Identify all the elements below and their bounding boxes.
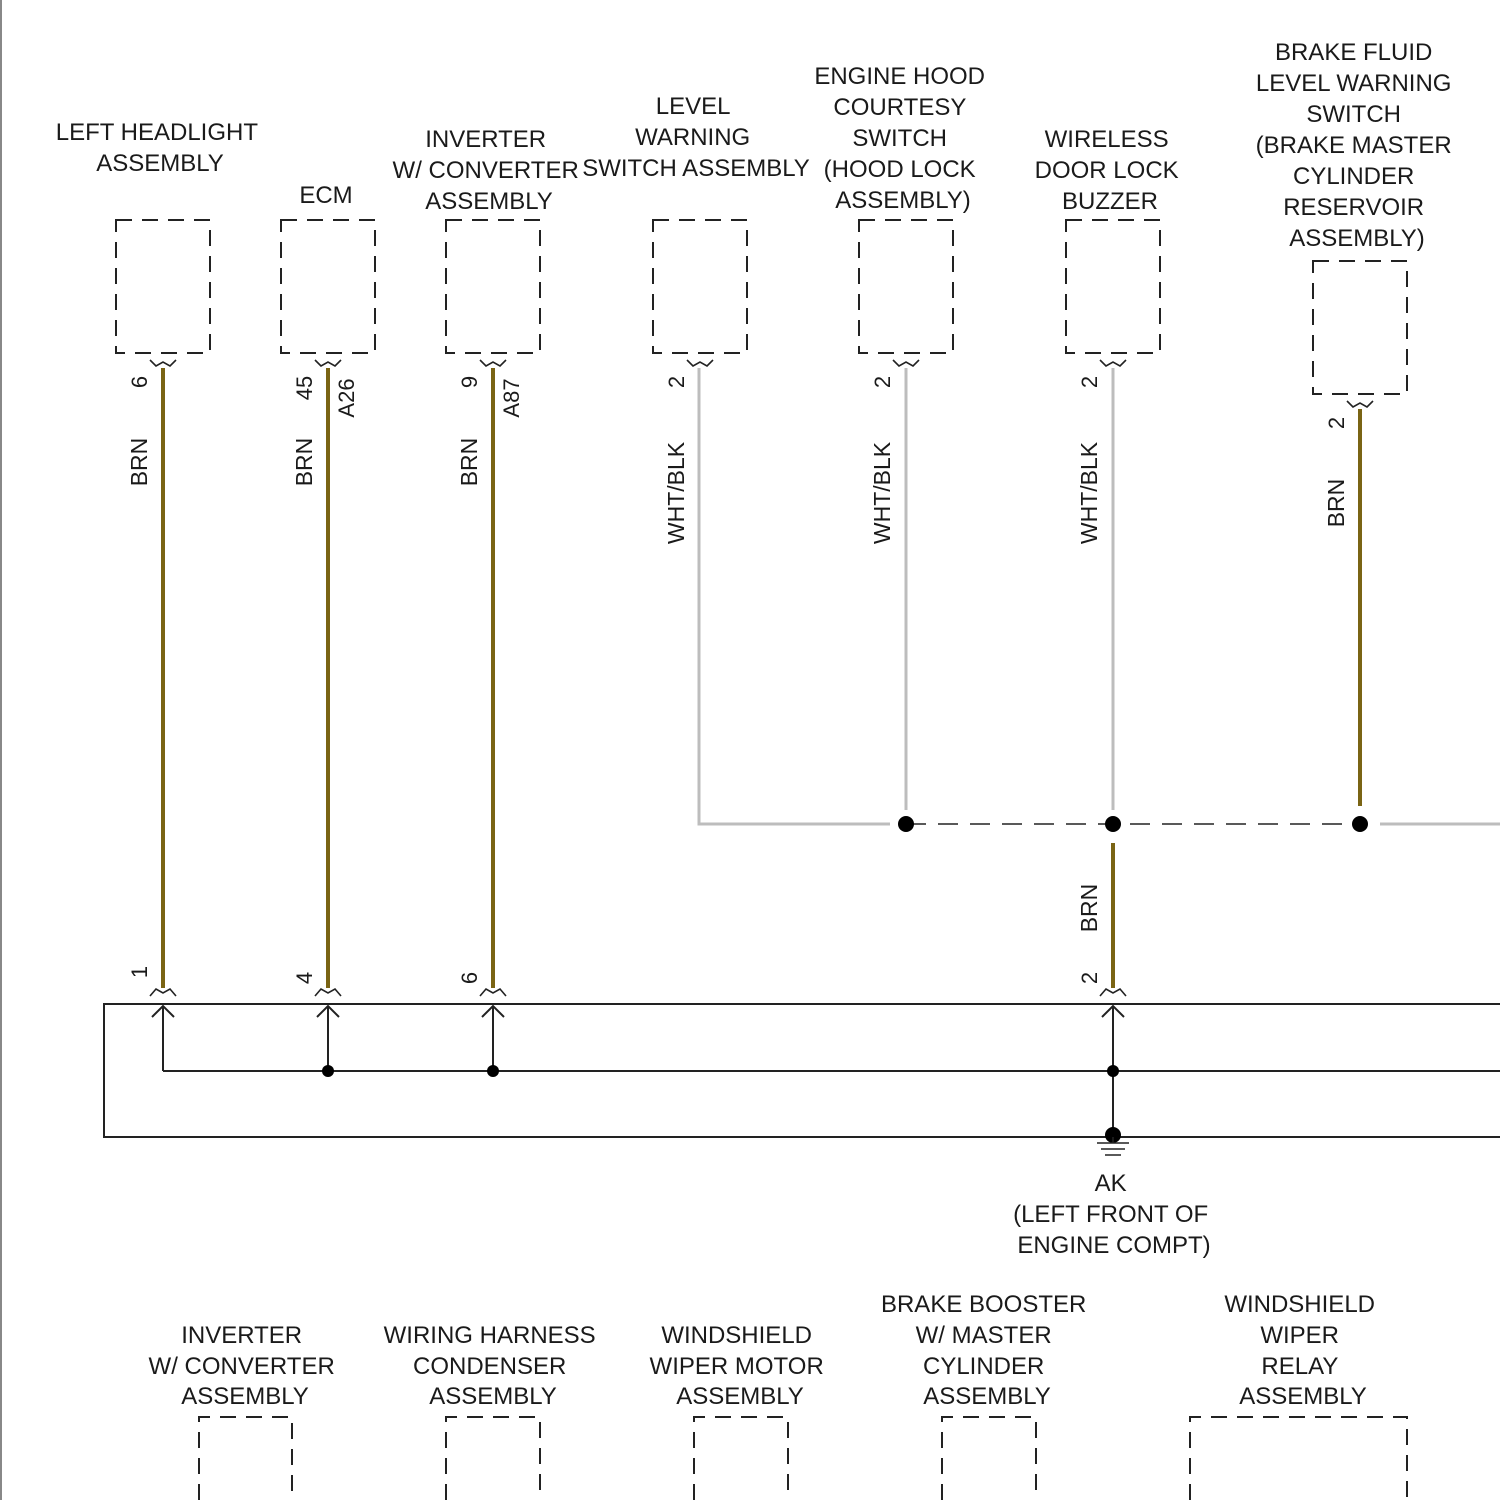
component-box-engine-hood-courtesy-switch bbox=[859, 220, 953, 353]
pin-label: 6 bbox=[127, 376, 152, 388]
connector-label: A87 bbox=[499, 378, 524, 417]
component-box-wireless-door-lock-buzzer bbox=[1066, 220, 1160, 353]
connector-label: A26 bbox=[334, 378, 359, 417]
junction-dot bbox=[322, 1065, 334, 1077]
component-box-ecm bbox=[281, 220, 375, 353]
pin-label: 1 bbox=[127, 966, 152, 978]
junction-dot bbox=[1105, 816, 1121, 832]
pin-label: 9 bbox=[457, 376, 482, 388]
label-engine-hood-courtesy-switch: ENGINE HOOD COURTESY SWITCH (HOOD LOCK A… bbox=[814, 63, 991, 214]
connector-symbol bbox=[480, 360, 506, 366]
pin-label: 2 bbox=[1077, 376, 1102, 388]
label-windshield-wiper-relay: WINDSHIELD WIPER RELAY ASSEMBLY bbox=[1224, 1291, 1381, 1410]
wire-color-label: BRN bbox=[126, 438, 152, 487]
label-wiring-harness-condenser: WIRING HARNESS CONDENSER ASSEMBLY bbox=[384, 1322, 603, 1410]
connector-symbol bbox=[687, 360, 713, 366]
component-box-windshield-wiper-motor bbox=[694, 1417, 788, 1500]
wire-color-label: BRN bbox=[456, 438, 482, 487]
component-box-windshield-wiper-relay bbox=[1190, 1417, 1407, 1500]
label-inverter-top: INVERTER W/ CONVERTER ASSEMBLY bbox=[393, 126, 586, 215]
junction-dot bbox=[1107, 1065, 1119, 1077]
label-inverter-bottom: INVERTER W/ CONVERTER ASSEMBLY bbox=[149, 1322, 342, 1410]
ground-label: AK (LEFT FRONT OF ENGINE COMPT) bbox=[1013, 1170, 1215, 1259]
connector-symbol bbox=[1347, 401, 1373, 407]
label-ecm: ECM bbox=[299, 182, 352, 209]
wire-wht-blk-level-warning bbox=[699, 368, 890, 824]
component-box-inverter-bottom bbox=[199, 1417, 292, 1500]
connector-symbol bbox=[893, 360, 919, 366]
junction-dot bbox=[1352, 816, 1368, 832]
junction-dot bbox=[487, 1065, 499, 1077]
ground-icon bbox=[1097, 1137, 1129, 1155]
pin-label: 2 bbox=[1324, 417, 1349, 429]
connector-symbol bbox=[315, 989, 341, 996]
label-windshield-wiper-motor: WINDSHIELD WIPER MOTOR ASSEMBLY bbox=[650, 1322, 831, 1410]
wire-color-label: BRN bbox=[1323, 479, 1349, 528]
component-box-wiring-harness-condenser bbox=[446, 1417, 540, 1500]
label-brake-fluid-level-warning-switch: BRAKE FLUID LEVEL WARNING SWITCH (BRAKE … bbox=[1256, 39, 1459, 252]
component-box-left-headlight bbox=[116, 220, 210, 353]
connector-symbol bbox=[150, 989, 176, 996]
pin-label: 4 bbox=[292, 972, 317, 984]
component-box-inverter-top bbox=[446, 220, 540, 353]
component-box-brake-booster bbox=[942, 1417, 1036, 1500]
label-left-headlight: LEFT HEADLIGHT ASSEMBLY bbox=[56, 119, 265, 177]
wire-color-label: BRN bbox=[1076, 884, 1102, 933]
wire-color-label: WHT/BLK bbox=[869, 441, 895, 544]
label-level-warning-switch: LEVEL WARNING SWITCH ASSEMBLY bbox=[582, 93, 810, 182]
connector-symbol bbox=[315, 360, 341, 366]
connector-symbol bbox=[150, 360, 176, 366]
pin-label: 2 bbox=[664, 376, 689, 388]
wire-color-label: WHT/BLK bbox=[663, 441, 689, 544]
wire-color-label: WHT/BLK bbox=[1076, 441, 1102, 544]
connector-symbol bbox=[1100, 360, 1126, 366]
connector-symbol bbox=[480, 989, 506, 996]
label-wireless-door-lock-buzzer: WIRELESS DOOR LOCK BUZZER bbox=[1035, 126, 1186, 215]
pin-label: 2 bbox=[870, 376, 895, 388]
label-brake-booster: BRAKE BOOSTER W/ MASTER CYLINDER ASSEMBL… bbox=[881, 1291, 1093, 1410]
wire-color-label: BRN bbox=[291, 438, 317, 487]
junction-dot bbox=[898, 816, 914, 832]
component-box-level-warning-switch bbox=[653, 220, 747, 353]
connector-symbol bbox=[1100, 989, 1126, 996]
pin-label: 6 bbox=[457, 972, 482, 984]
pin-label: 2 bbox=[1077, 972, 1102, 984]
component-box-brake-fluid-level-warning-switch bbox=[1313, 261, 1407, 394]
pin-label: 45 bbox=[292, 376, 317, 400]
